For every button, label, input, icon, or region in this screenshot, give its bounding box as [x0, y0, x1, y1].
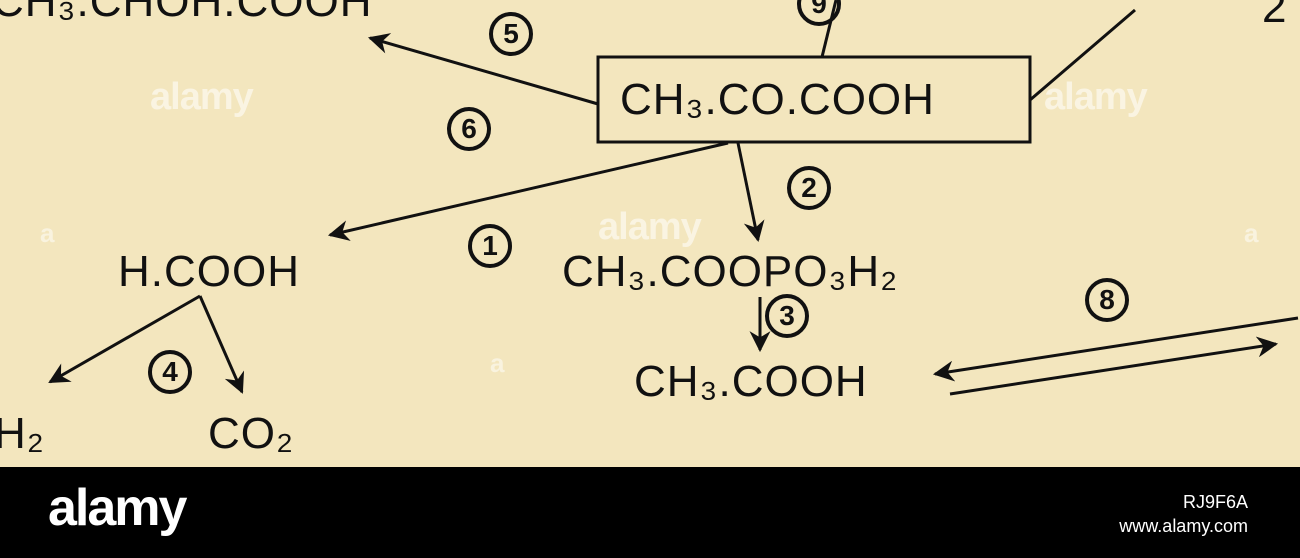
step-3-marker: 3 [765, 294, 809, 338]
arrow-to-co2 [198, 295, 245, 394]
equilibrium-arrow-forward [949, 336, 1279, 396]
watermark-1: alamy [150, 76, 254, 118]
step-8-marker: 8 [1085, 278, 1129, 322]
watermark-small-right: a [1244, 218, 1259, 248]
alamy-logo: alamy [48, 479, 187, 537]
co2-label: CO₂ [208, 409, 295, 458]
arrow-step-1 [327, 141, 729, 241]
step-5-marker: 5 [489, 12, 533, 56]
arrow-to-hydrogen [48, 294, 201, 384]
pyruvic-acid-label: CH₃.CO.COOH [620, 75, 935, 124]
arrow-step-2 [736, 142, 765, 243]
equilibrium-arrow-back [932, 316, 1299, 382]
formic-acid-label: H.COOH [118, 247, 300, 296]
step-6-marker: 6 [447, 107, 491, 151]
step-1-marker: 1 [468, 224, 512, 268]
partial-top-right-label: 2 [1262, 0, 1288, 32]
hydrogen-label: H₂ [0, 409, 45, 458]
diagram-area: CH₃.CHOH.COOH CH₃.CO.COOH H.COOH CH₃.COO… [0, 0, 1300, 467]
watermark-small-mid: a [490, 348, 505, 378]
line-to-top-right [1029, 8, 1136, 102]
acetyl-phosphate-label: CH₃.COOPO₃H₂ [562, 247, 899, 296]
step-2-marker: 2 [787, 166, 831, 210]
stock-footer [0, 467, 1300, 558]
arrows-layer [48, 0, 1299, 396]
lactic-acid-label: CH₃.CHOH.COOH [0, 0, 373, 26]
watermark-3: alamy [598, 206, 702, 248]
arrow-step-5 [367, 33, 599, 106]
step-4-marker: 4 [148, 350, 192, 394]
image-id: RJ9F6A [1182, 492, 1248, 512]
watermark-small-left: a [40, 218, 55, 248]
site-url: www.alamy.com [1119, 516, 1248, 536]
step-9-marker: 9 [797, 0, 841, 26]
watermark-2: alamy [1044, 76, 1148, 118]
acetic-acid-label: CH₃.COOH [634, 357, 868, 406]
